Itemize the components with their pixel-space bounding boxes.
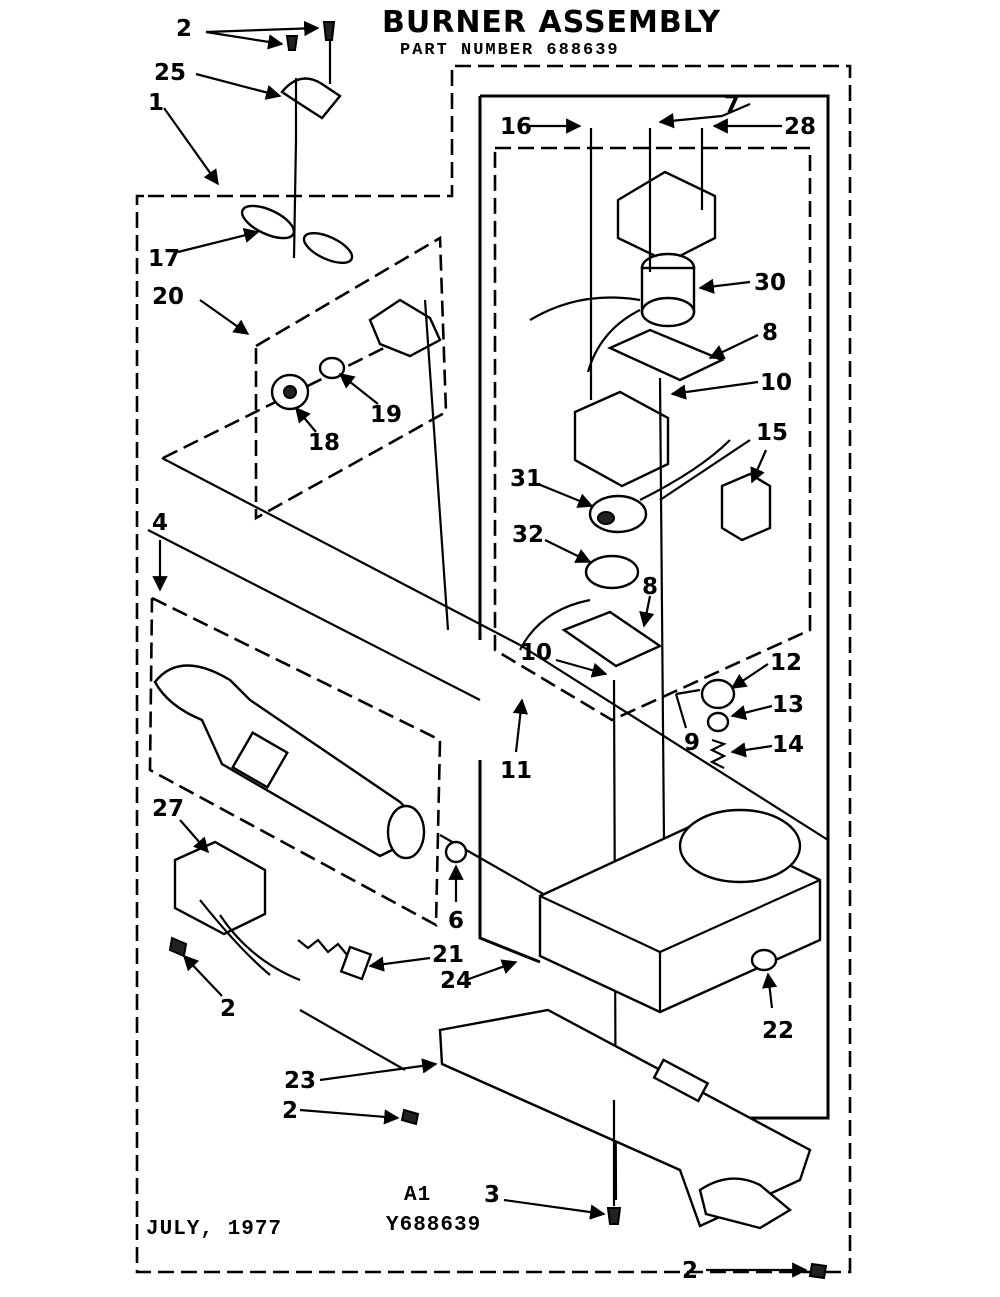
callout-32: 32: [512, 522, 544, 548]
assembly-boundary: [135, 64, 852, 1274]
burner-box: [148, 596, 442, 928]
footer-date: JULY, 1977: [146, 1218, 282, 1241]
callout-1: 1: [148, 90, 164, 116]
igniter-parts: [168, 840, 373, 982]
callout-16: 16: [500, 114, 532, 140]
housing-lines: [147, 457, 829, 1071]
callout-22: 22: [762, 1018, 794, 1044]
valve-body: [538, 678, 822, 1014]
callout-19: 19: [370, 402, 402, 428]
leader-lines: [152, 20, 808, 1278]
callout-20: 20: [152, 284, 184, 310]
callout-24: 24: [440, 968, 472, 994]
callout-12: 12: [770, 650, 802, 676]
callout-23: 23: [284, 1068, 316, 1094]
callout-2: 2: [176, 16, 192, 42]
callout-10-lower: 10: [520, 640, 552, 666]
callout-8: 8: [762, 320, 778, 346]
callout-9: 9: [684, 730, 700, 756]
callout-25: 25: [154, 60, 186, 86]
burner-tube: [153, 664, 468, 864]
callout-7: 7: [724, 92, 740, 118]
footer-revision: A1: [404, 1184, 431, 1207]
callout-2-bottom: 2: [682, 1258, 698, 1284]
callout-27: 27: [152, 796, 184, 822]
callout-17: 17: [148, 246, 180, 272]
callout-3: 3: [484, 1182, 500, 1208]
callout-28: 28: [784, 114, 816, 140]
footer-drawing-id: Y688639: [386, 1214, 481, 1237]
callout-21: 21: [432, 942, 464, 968]
callout-31: 31: [510, 466, 542, 492]
callout-18: 18: [308, 430, 340, 456]
callout-11: 11: [500, 758, 532, 784]
base-bracket: [400, 1008, 828, 1280]
callout-labels: 2 25 1 16 7 28 17 20 30 8 10 15 19 18 31…: [148, 16, 816, 1284]
bracket-25: [280, 21, 342, 140]
callout-15: 15: [756, 420, 788, 446]
callout-13: 13: [772, 692, 804, 718]
callout-10: 10: [760, 370, 792, 396]
callout-8-lower: 8: [642, 574, 658, 600]
inlet-parts: [240, 139, 450, 631]
callout-6: 6: [448, 908, 464, 934]
callout-2-base: 2: [282, 1098, 298, 1124]
valve-parts: [519, 128, 772, 1201]
inlet-fitting-box: [162, 235, 448, 521]
part-number: PART NUMBER 688639: [400, 41, 620, 60]
diagram-title: BURNER ASSEMBLY: [382, 5, 721, 40]
callout-4: 4: [152, 510, 168, 536]
callout-2-igniter: 2: [220, 996, 236, 1022]
callout-30: 30: [754, 270, 786, 296]
callout-14: 14: [772, 732, 804, 758]
